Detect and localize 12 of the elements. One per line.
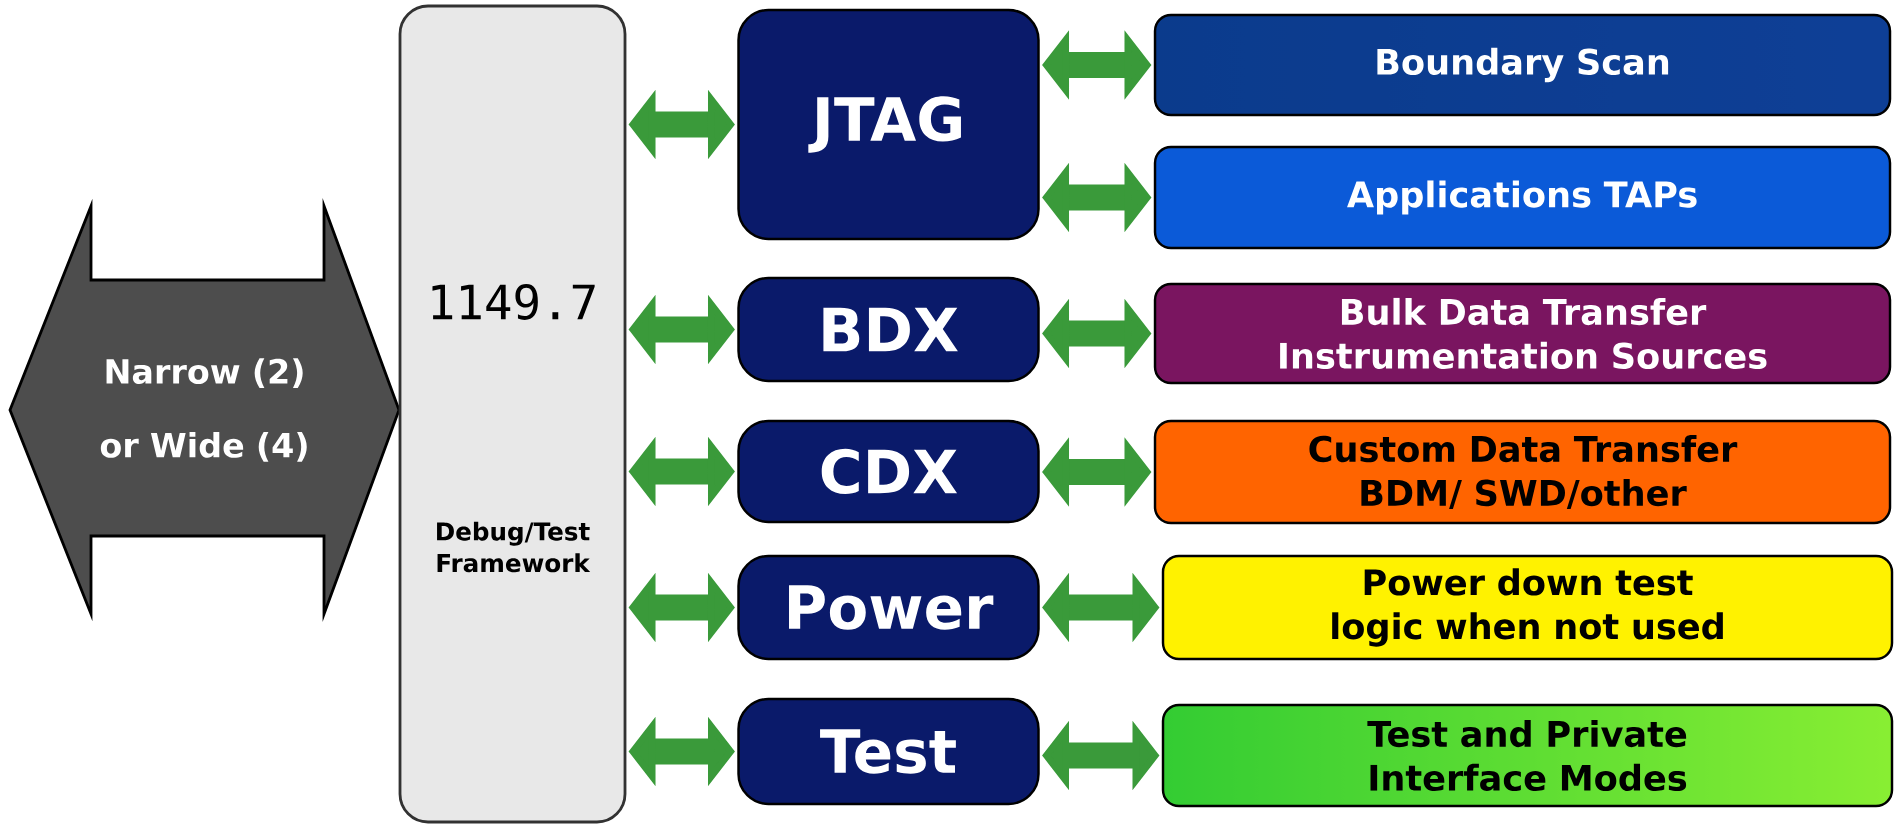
interface-box: JTAG bbox=[737, 8, 1040, 241]
framework-box: 1149.7 Debug/Test Framework bbox=[398, 4, 627, 824]
interface-box: Test bbox=[737, 697, 1040, 806]
function-box: Boundary Scan bbox=[1153, 13, 1892, 117]
function-box: Test and Private Interface Modes bbox=[1161, 703, 1894, 808]
interface-box: BDX bbox=[737, 276, 1040, 383]
function-box: Applications TAPs bbox=[1153, 145, 1892, 250]
function-box: Power down test logic when not used bbox=[1161, 554, 1894, 661]
function-box: Custom Data Transfer BDM/ SWD/other bbox=[1153, 419, 1892, 525]
interface-box: Power bbox=[737, 554, 1040, 661]
function-box: Bulk Data Transfer Instrumentation Sources bbox=[1153, 282, 1892, 385]
interface-box: CDX bbox=[737, 419, 1040, 524]
